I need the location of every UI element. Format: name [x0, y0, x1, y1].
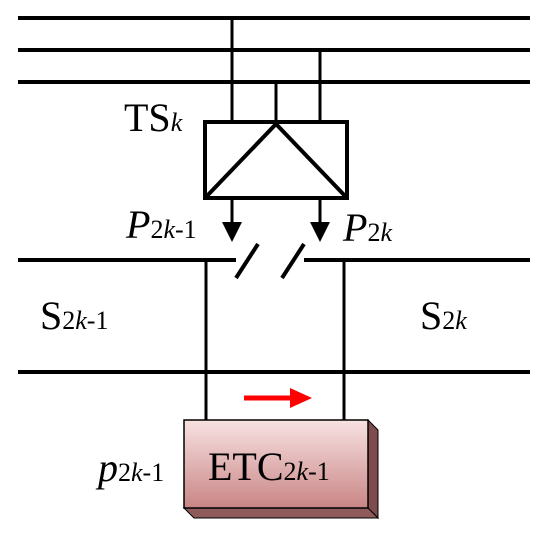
etc-box-bottom — [182, 507, 380, 519]
etc-box-side — [367, 418, 379, 520]
transformer-v-winding — [203, 121, 349, 200]
neutral-section-mark-2 — [280, 242, 306, 280]
arrow-down-left — [222, 222, 242, 242]
power-left-label: P2k-1 — [126, 202, 197, 247]
section-right-label: S2k — [420, 293, 467, 338]
neutral-section-mark-1 — [234, 242, 260, 280]
arrow-down-right — [310, 222, 330, 242]
etc-power-label: p2k-1 — [98, 445, 165, 490]
section-left-label: S2k-1 — [40, 293, 109, 338]
etc-box — [183, 419, 369, 509]
power-right-label: P2k — [343, 205, 392, 250]
etc-box-label: ETC2k-1 — [208, 444, 330, 489]
transformer-box — [203, 120, 349, 200]
transformer-label: TSk — [124, 95, 183, 140]
power-flow-arrow-head — [290, 388, 312, 408]
